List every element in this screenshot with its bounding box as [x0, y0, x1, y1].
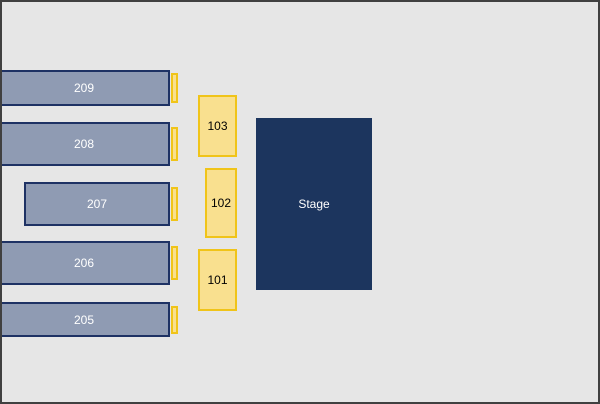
section-label: 208 [73, 137, 95, 151]
section-207[interactable]: 207 [24, 182, 170, 226]
section-205[interactable]: 205 [2, 302, 170, 337]
section-208-ledge[interactable] [171, 127, 178, 161]
section-208[interactable]: 208 [2, 122, 170, 166]
stage-label: Stage [298, 197, 330, 211]
section-label: 102 [210, 196, 232, 210]
section-label: 205 [73, 312, 95, 327]
section-label: 206 [73, 256, 95, 270]
section-label: 103 [207, 119, 228, 133]
section-label: 101 [207, 273, 228, 287]
section-label: 209 [73, 81, 95, 95]
section-102[interactable]: 102 [205, 168, 237, 238]
section-209[interactable]: 209 [2, 70, 170, 106]
section-label: 207 [86, 197, 108, 211]
section-207-ledge[interactable] [171, 187, 178, 221]
stage: Stage [256, 118, 372, 290]
section-205-ledge[interactable] [171, 306, 178, 334]
section-101[interactable]: 101 [198, 249, 237, 311]
section-103[interactable]: 103 [198, 95, 237, 157]
section-206-ledge[interactable] [171, 246, 178, 280]
section-209-ledge[interactable] [171, 73, 178, 103]
section-206[interactable]: 206 [2, 241, 170, 285]
